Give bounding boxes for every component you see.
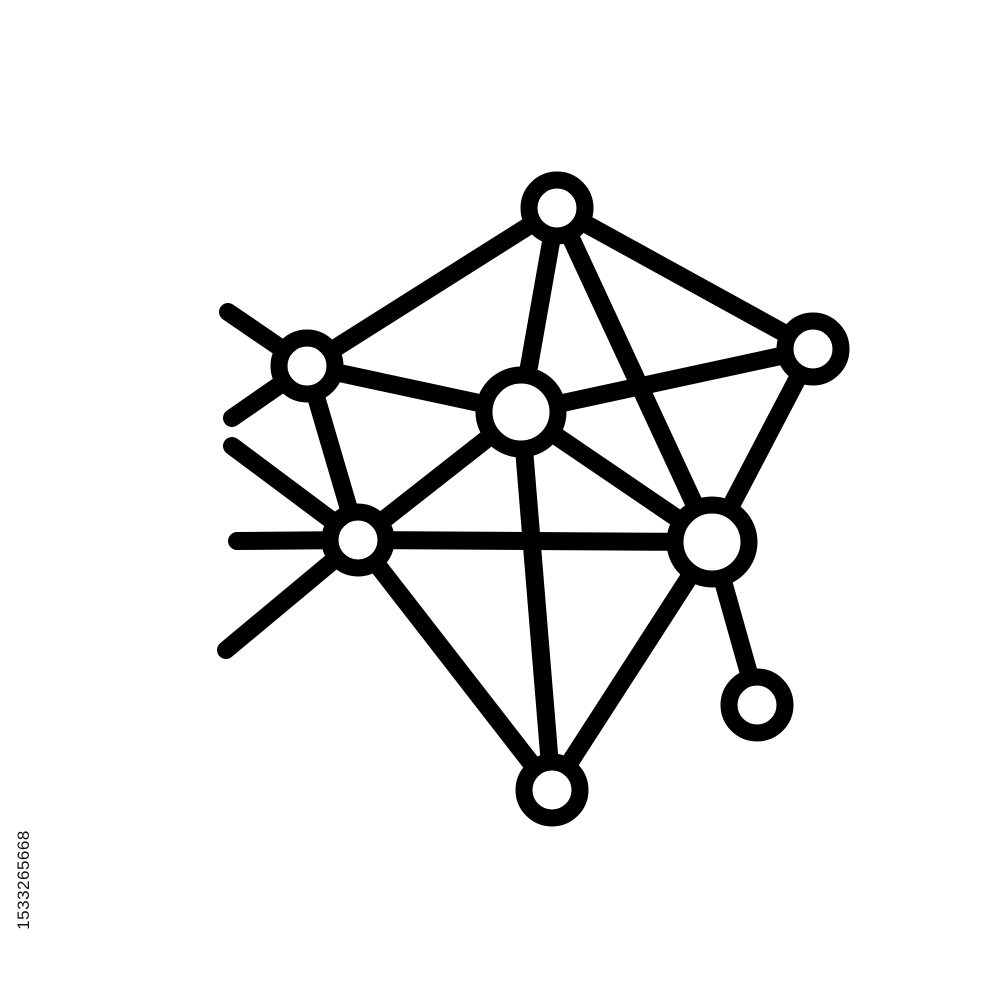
node [270, 329, 344, 403]
node [720, 668, 794, 742]
node [666, 496, 758, 588]
stock-id-watermark: 1533265668 [14, 830, 33, 930]
edge [349, 531, 561, 799]
node [520, 171, 594, 245]
edge [512, 403, 561, 799]
node [321, 503, 395, 577]
node [515, 753, 589, 827]
edge [512, 340, 822, 421]
edge [543, 533, 721, 799]
network-nodes [270, 171, 850, 827]
edge [349, 531, 721, 551]
node [776, 312, 850, 386]
edge [548, 199, 822, 358]
node [475, 366, 567, 458]
edge [548, 199, 721, 551]
edge [298, 199, 566, 375]
